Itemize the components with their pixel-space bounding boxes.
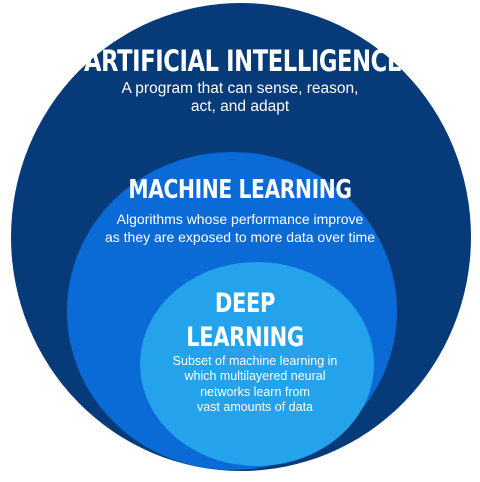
ml-title: MACHINE LEARNING	[128, 175, 352, 205]
dl-description: Subset of machine learning in which mult…	[172, 354, 338, 414]
ai-title: ARTIFICIAL INTELLIGENCE	[84, 44, 402, 78]
dl-title: DEEP LEARNING	[186, 288, 304, 353]
ml-description: Algorithms whose performance improve as …	[104, 211, 376, 246]
deep-learning-circle	[140, 262, 374, 466]
ai-description: A program that can sense, reason, act, a…	[121, 80, 359, 116]
